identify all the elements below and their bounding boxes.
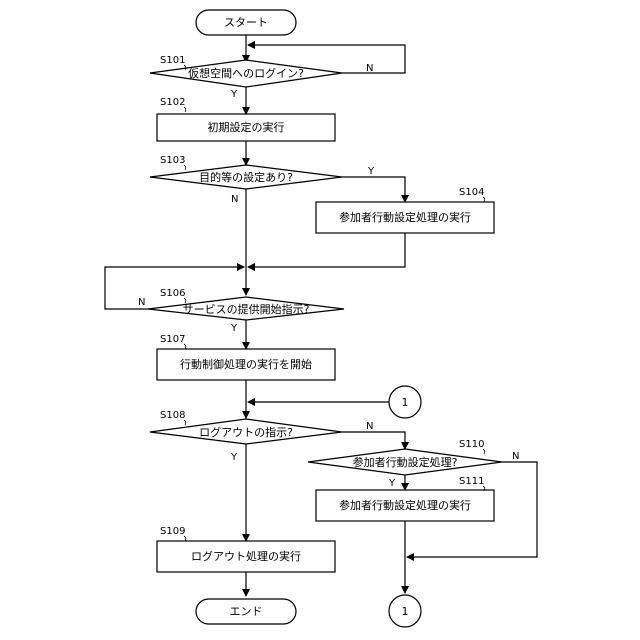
edge-s103-yes-to-s104 <box>342 177 405 202</box>
s106-label: サービスの提供開始指示? <box>183 302 310 316</box>
process-s104: 参加者行動設定処理の実行 <box>316 202 494 233</box>
s108-label: ログアウトの指示? <box>199 425 293 439</box>
step-number-s108: S108 <box>160 410 185 421</box>
decision-s106: サービスの提供開始指示? <box>148 297 344 320</box>
start-terminal: スタート <box>196 10 296 35</box>
s104-label: 参加者行動設定処理の実行 <box>339 210 471 224</box>
step-number-s103: S103 <box>160 155 185 166</box>
decision-s108: ログアウトの指示? <box>150 419 342 444</box>
s106-yes-label: Y <box>230 323 238 334</box>
s102-label: 初期設定の実行 <box>208 120 285 134</box>
s110-label: 参加者行動設定処理? <box>353 455 458 469</box>
decision-s103: 目的等の設定あり? <box>150 165 342 189</box>
process-s102: 初期設定の実行 <box>157 114 335 141</box>
start-label: スタート <box>224 16 268 29</box>
connector-out-label: 1 <box>402 605 409 618</box>
edge-s108-no-to-s110 <box>342 432 405 449</box>
s108-yes-label: Y <box>230 452 238 463</box>
s103-yes-label: Y <box>367 166 375 177</box>
s101-no-label: N <box>366 63 373 74</box>
s103-label: 目的等の設定あり? <box>199 170 293 184</box>
s103-no-label: N <box>231 194 238 205</box>
s101-yes-label: Y <box>230 89 238 100</box>
process-s111: 参加者行動設定処理の実行 <box>316 490 494 521</box>
s110-no-label: N <box>512 451 519 462</box>
s107-label: 行動制御処理の実行を開始 <box>180 357 312 371</box>
s110-yes-label: Y <box>388 478 396 489</box>
s106-no-label: N <box>138 297 145 308</box>
connector-in-label: 1 <box>402 396 409 409</box>
end-label: エンド <box>230 605 263 618</box>
process-s109: ログアウト処理の実行 <box>157 541 335 572</box>
step-number-s107: S107 <box>160 334 185 345</box>
s111-label: 参加者行動設定処理の実行 <box>339 498 471 512</box>
step-number-s101: S101 <box>160 55 185 66</box>
s109-label: ログアウト処理の実行 <box>191 549 301 563</box>
step-number-s110: S110 <box>459 439 484 450</box>
step-number-s102: S102 <box>160 97 185 108</box>
process-s107: 行動制御処理の実行を開始 <box>157 349 335 380</box>
end-terminal: エンド <box>196 599 296 624</box>
s101-label: 仮想空間へのログイン? <box>188 66 304 80</box>
s108-no-label: N <box>366 421 373 432</box>
connector-in: 1 <box>389 386 421 418</box>
step-number-s106: S106 <box>160 288 185 299</box>
edge-s104-merge <box>248 233 405 267</box>
decision-s110: 参加者行動設定処理? <box>308 449 502 475</box>
step-number-s109: S109 <box>160 526 185 537</box>
step-number-s104: S104 <box>459 187 484 198</box>
step-number-s111: S111 <box>459 476 484 487</box>
connector-out: 1 <box>389 595 421 627</box>
